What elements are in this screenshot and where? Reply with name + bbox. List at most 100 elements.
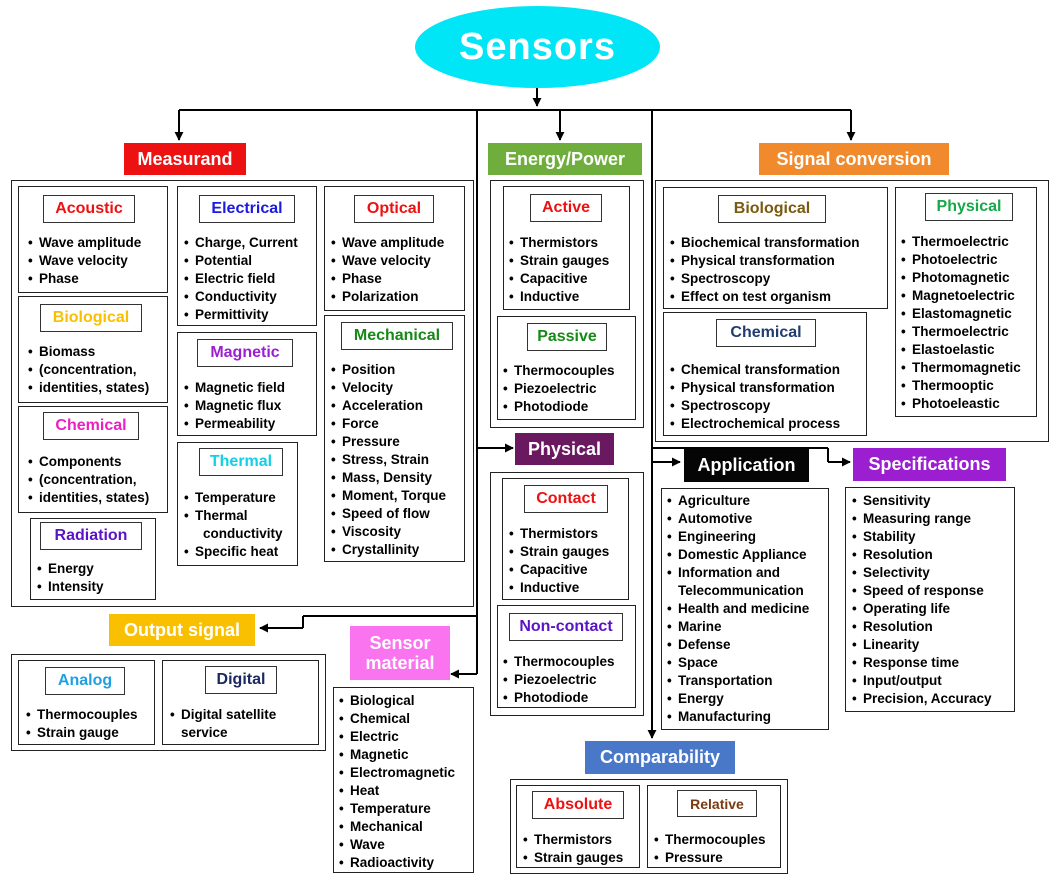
list-item: Digital satellite (170, 706, 276, 724)
list-item-continued: conductivity (203, 526, 283, 541)
list-item: Temperature (339, 800, 455, 818)
sc-biological-title: Biological (718, 195, 826, 223)
list-item: Linearity (852, 636, 992, 654)
list-item: Physical transformation (670, 252, 860, 270)
list-item: Chemical transformation (670, 361, 840, 379)
list-item: Pressure (331, 433, 446, 451)
list-item: Magnetic field (184, 379, 285, 397)
list-item: Photodiode (503, 689, 615, 707)
digital-title: Digital (205, 666, 277, 694)
list-item: Force (331, 415, 446, 433)
mechanical-title: Mechanical (341, 322, 453, 350)
list-item: Piezoelectric (503, 671, 615, 689)
list-item: Engineering (667, 528, 809, 546)
list-item: Wave velocity (331, 252, 444, 270)
list-item: Transportation (667, 672, 809, 690)
list-item: Measuring range (852, 510, 992, 528)
list-item: Energy (37, 560, 104, 578)
list-item: identities, states) (28, 379, 149, 397)
list-item: Marine (667, 618, 809, 636)
list-item: Electric (339, 728, 455, 746)
list-item: Biochemical transformation (670, 234, 860, 252)
list-item: Position (331, 361, 446, 379)
acoustic-title: Acoustic (43, 195, 135, 223)
list-item: Thermocouples (654, 831, 766, 849)
sensor-material-title-line1: Sensor (369, 633, 431, 653)
energy-power-header: Energy/Power (488, 143, 642, 175)
sensors-title: Sensors (415, 6, 660, 88)
list-item: Wave amplitude (28, 234, 141, 252)
list-item: Strain gauges (523, 849, 623, 867)
comparability-header: Comparability (585, 741, 735, 774)
list-item-text: service (181, 725, 228, 740)
list-item: Capacitive (509, 561, 609, 579)
sensor-material-list: Biological Chemical Electric Magnetic El… (339, 692, 455, 872)
analog-title: Analog (45, 667, 125, 695)
contact-title: Contact (524, 485, 608, 513)
list-item-continued: service (170, 724, 276, 742)
list-item: Magnetic (339, 746, 455, 764)
list-item: Photoelectric (901, 251, 1021, 269)
list-item: Intensity (37, 578, 104, 596)
list-item: Wave velocity (28, 252, 141, 270)
list-item: Mechanical (339, 818, 455, 836)
electrical-title: Electrical (199, 195, 295, 223)
mechanical-list: Position Velocity Acceleration Force Pre… (331, 361, 446, 559)
list-item: Response time (852, 654, 992, 672)
biological-title: Biological (40, 304, 142, 332)
sc-physical-list: Thermoelectric Photoelectric Photomagnet… (901, 233, 1021, 413)
list-item: Capacitive (509, 270, 609, 288)
list-item: Biological (339, 692, 455, 710)
application-list: Agriculture Automotive Engineering Domes… (667, 492, 809, 726)
active-title: Active (530, 194, 602, 222)
list-item: Elastoelastic (901, 341, 1021, 359)
magnetic-title: Magnetic (197, 339, 293, 367)
list-item: Biomass (28, 343, 149, 361)
list-item: Photodiode (503, 398, 615, 416)
list-item: Specific heat (184, 543, 283, 561)
list-item: Health and medicine (667, 600, 809, 618)
list-item: Photomagnetic (901, 269, 1021, 287)
acoustic-list: Wave amplitude Wave velocity Phase (28, 234, 141, 288)
list-item: Thermocouples (26, 706, 138, 724)
list-item: Operating life (852, 600, 992, 618)
radiation-title: Radiation (40, 522, 142, 550)
sensor-material-title-line2: material (365, 653, 435, 673)
chemical-title: Chemical (43, 412, 139, 440)
list-item: Polarization (331, 288, 444, 306)
radiation-list: Energy Intensity (37, 560, 104, 596)
specifications-header: Specifications (853, 448, 1006, 481)
specifications-list: Sensitivity Measuring range Stability Re… (852, 492, 992, 708)
list-item: Resolution (852, 618, 992, 636)
list-item: Inductive (509, 288, 609, 306)
list-item: Chemical (339, 710, 455, 728)
list-item: Automotive (667, 510, 809, 528)
sensor-material-header: Sensor material (350, 626, 450, 680)
list-item: Effect on test organism (670, 288, 860, 306)
noncontact-title: Non-contact (509, 613, 623, 641)
list-item: Thermoelectric (901, 323, 1021, 341)
list-item: Heat (339, 782, 455, 800)
list-item: Stability (852, 528, 992, 546)
list-item: Phase (28, 270, 141, 288)
noncontact-list: Thermocouples Piezoelectric Photodiode (503, 653, 615, 707)
sc-physical-title: Physical (925, 193, 1013, 221)
list-item: Space (667, 654, 809, 672)
list-item: Defense (667, 636, 809, 654)
list-item-continued: Telecommunication (667, 582, 809, 600)
analog-list: Thermocouples Strain gauge (26, 706, 138, 742)
list-item: Pressure (654, 849, 766, 867)
list-item: Thermistors (509, 525, 609, 543)
list-item: Conductivity (184, 288, 298, 306)
list-item: Energy (667, 690, 809, 708)
list-item: Charge, Current (184, 234, 298, 252)
thermal-list: Temperature Thermal conductivity Specifi… (184, 489, 283, 561)
list-item: Phase (331, 270, 444, 288)
list-item: Inductive (509, 579, 609, 597)
list-item: Sensitivity (852, 492, 992, 510)
optical-title: Optical (354, 195, 434, 223)
list-item: Thermoelectric (901, 233, 1021, 251)
physical-header: Physical (515, 433, 614, 465)
list-item: identities, states) (28, 489, 149, 507)
